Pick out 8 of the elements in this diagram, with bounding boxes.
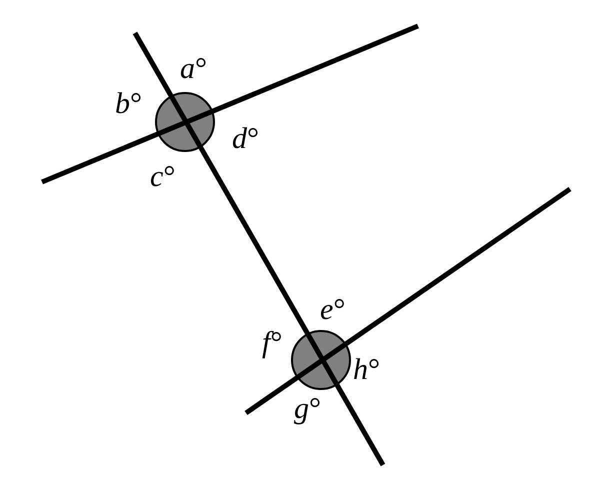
angle-label: c°	[150, 160, 176, 194]
angle-label: g°	[294, 392, 321, 426]
angle-label: f°	[262, 326, 282, 360]
angle-label: d°	[232, 122, 259, 156]
angle-label: a°	[180, 52, 207, 86]
angle-label: e°	[320, 293, 346, 327]
angle-label: b°	[115, 87, 142, 121]
angle-label: h°	[353, 353, 380, 387]
